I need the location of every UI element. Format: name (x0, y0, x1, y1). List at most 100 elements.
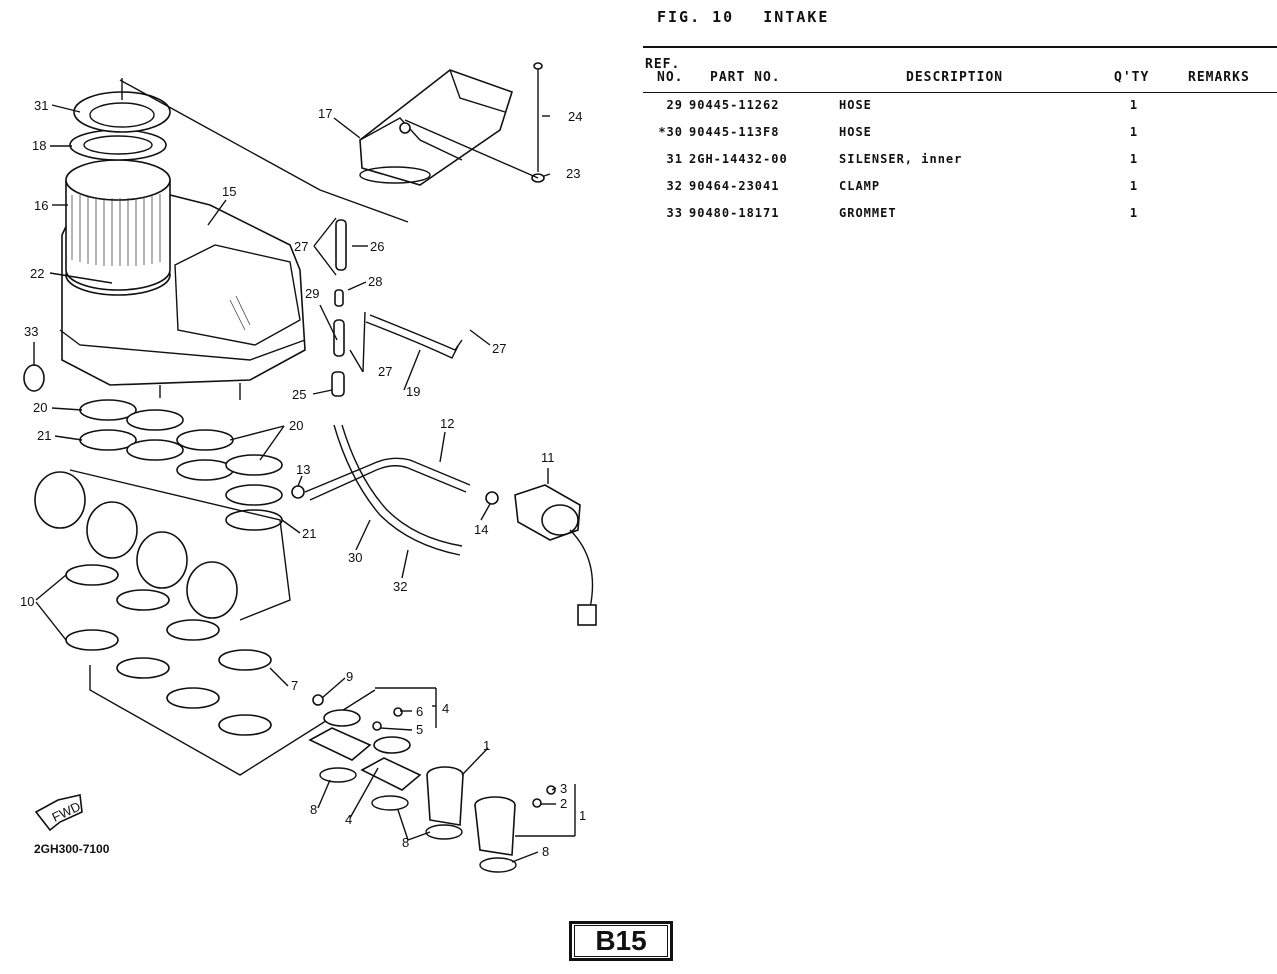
callout: 27 (294, 239, 308, 254)
quantity-cell: 1 (1129, 125, 1139, 139)
table-row: 33 90480-18171 GROMMET 1 (643, 206, 1274, 233)
table-row: *30 90445-113F8 HOSE 1 (643, 125, 1274, 152)
callout: 28 (368, 274, 382, 289)
remarks-cell (1174, 152, 1274, 179)
part-number-cell: 90480-18171 (689, 206, 780, 220)
callout: 22 (30, 266, 44, 281)
callout: 3 (560, 781, 567, 796)
callout: 27 (378, 364, 392, 379)
callout: 14 (474, 522, 488, 537)
remarks-cell (1174, 98, 1274, 125)
carburetor-joints (79, 399, 283, 531)
callout: 7 (291, 678, 298, 693)
description-cell: CLAMP (839, 179, 881, 193)
callout: 4 (345, 812, 352, 827)
leader-lines (33, 104, 576, 863)
callout: 17 (318, 106, 332, 121)
callout: 16 (34, 198, 48, 213)
callout: 11 (541, 450, 555, 465)
exploded-parts-diagram: FWD 31 18 16 22 33 20 21 10 15 17 24 23 … (20, 62, 597, 873)
header-qty: Q'TY (1114, 70, 1150, 85)
callout-labels: 31 18 16 22 33 20 21 10 15 17 24 23 27 2… (20, 98, 586, 859)
description-cell: GROMMET (839, 206, 897, 220)
part-number-cell: 90464-23041 (689, 179, 780, 193)
quantity-cell: 1 (1129, 98, 1139, 112)
remarks-cell (1174, 125, 1274, 152)
callout: 27 (492, 341, 506, 356)
callout: 9 (346, 669, 353, 684)
ref-cell: 31 (666, 152, 683, 166)
quantity-cell: 1 (1129, 179, 1139, 193)
figure-title: FIG. 10 INTAKE (657, 8, 847, 26)
page-number: B15 (595, 925, 647, 956)
ref-cell: 29 (666, 98, 683, 112)
intake-duct (359, 69, 513, 186)
intake-manifolds (308, 709, 517, 873)
callout: 8 (402, 835, 409, 850)
callout: 6 (416, 704, 423, 719)
filter-seal (69, 129, 167, 161)
callout: 4 (442, 701, 449, 716)
description-cell: HOSE (839, 98, 872, 112)
table-top-rule (643, 46, 1277, 48)
header-remarks: REMARKS (1188, 70, 1250, 85)
description-cell: SILENSER, inner (839, 152, 963, 166)
table-header-rule (643, 92, 1277, 93)
callout: 19 (406, 384, 420, 399)
header-part-no: PART NO. (710, 70, 781, 85)
intake-joints (65, 564, 272, 736)
table-row: 31 2GH-14432-00 SILENSER, inner 1 (643, 152, 1274, 179)
callout: 1 (483, 738, 490, 753)
page-number-box: B15 (569, 921, 673, 961)
ref-cell: 33 (666, 206, 683, 220)
ref-cell: *30 (658, 125, 683, 139)
quantity-cell: 1 (1129, 152, 1139, 166)
remarks-cell (1174, 179, 1274, 206)
callout: 8 (542, 844, 549, 859)
header-ref-line1: REF. (645, 57, 681, 72)
callout: 2 (560, 796, 567, 811)
forward-arrow-icon: FWD (34, 794, 83, 832)
callout: 25 (292, 387, 306, 402)
callout: 1 (579, 808, 586, 823)
callout: 21 (302, 526, 316, 541)
table-row: 32 90464-23041 CLAMP 1 (643, 179, 1274, 206)
air-filter-element (65, 159, 171, 296)
ref-cell: 32 (666, 179, 683, 193)
table-row: 29 90445-11262 HOSE 1 (643, 98, 1274, 125)
part-number-cell: 90445-11262 (689, 98, 780, 112)
callout: 15 (222, 184, 236, 199)
callout: 12 (440, 416, 454, 431)
part-number-cell: 2GH-14432-00 (689, 152, 788, 166)
header-description: DESCRIPTION (906, 70, 1004, 85)
remarks-cell (1174, 206, 1274, 233)
description-cell: HOSE (839, 125, 872, 139)
figure-label: FIG. 10 (657, 8, 735, 26)
callout: 30 (348, 550, 362, 565)
quantity-cell: 1 (1129, 206, 1139, 220)
callout: 29 (305, 286, 319, 301)
drawing-code: 2GH300-7100 (34, 842, 110, 856)
callout: 20 (289, 418, 303, 433)
inner-silencer (73, 78, 171, 133)
callout: 10 (20, 594, 34, 609)
part-number-cell: 90445-113F8 (689, 125, 780, 139)
carburetor-bodies (34, 469, 291, 621)
grommet (23, 364, 45, 392)
callout: 23 (566, 166, 580, 181)
callout: 5 (416, 722, 423, 737)
callout: 8 (310, 802, 317, 817)
callout: 21 (37, 428, 51, 443)
header-ref-line2: NO. (657, 70, 684, 85)
callout: 20 (33, 400, 47, 415)
callout: 18 (32, 138, 46, 153)
callout: 26 (370, 239, 384, 254)
callout: 32 (393, 579, 407, 594)
callout: 31 (34, 98, 48, 113)
callout: 24 (568, 109, 582, 124)
callout: 13 (296, 462, 310, 477)
figure-name: INTAKE (763, 8, 830, 26)
callout: 33 (24, 324, 38, 339)
air-cut-valve (514, 484, 597, 626)
